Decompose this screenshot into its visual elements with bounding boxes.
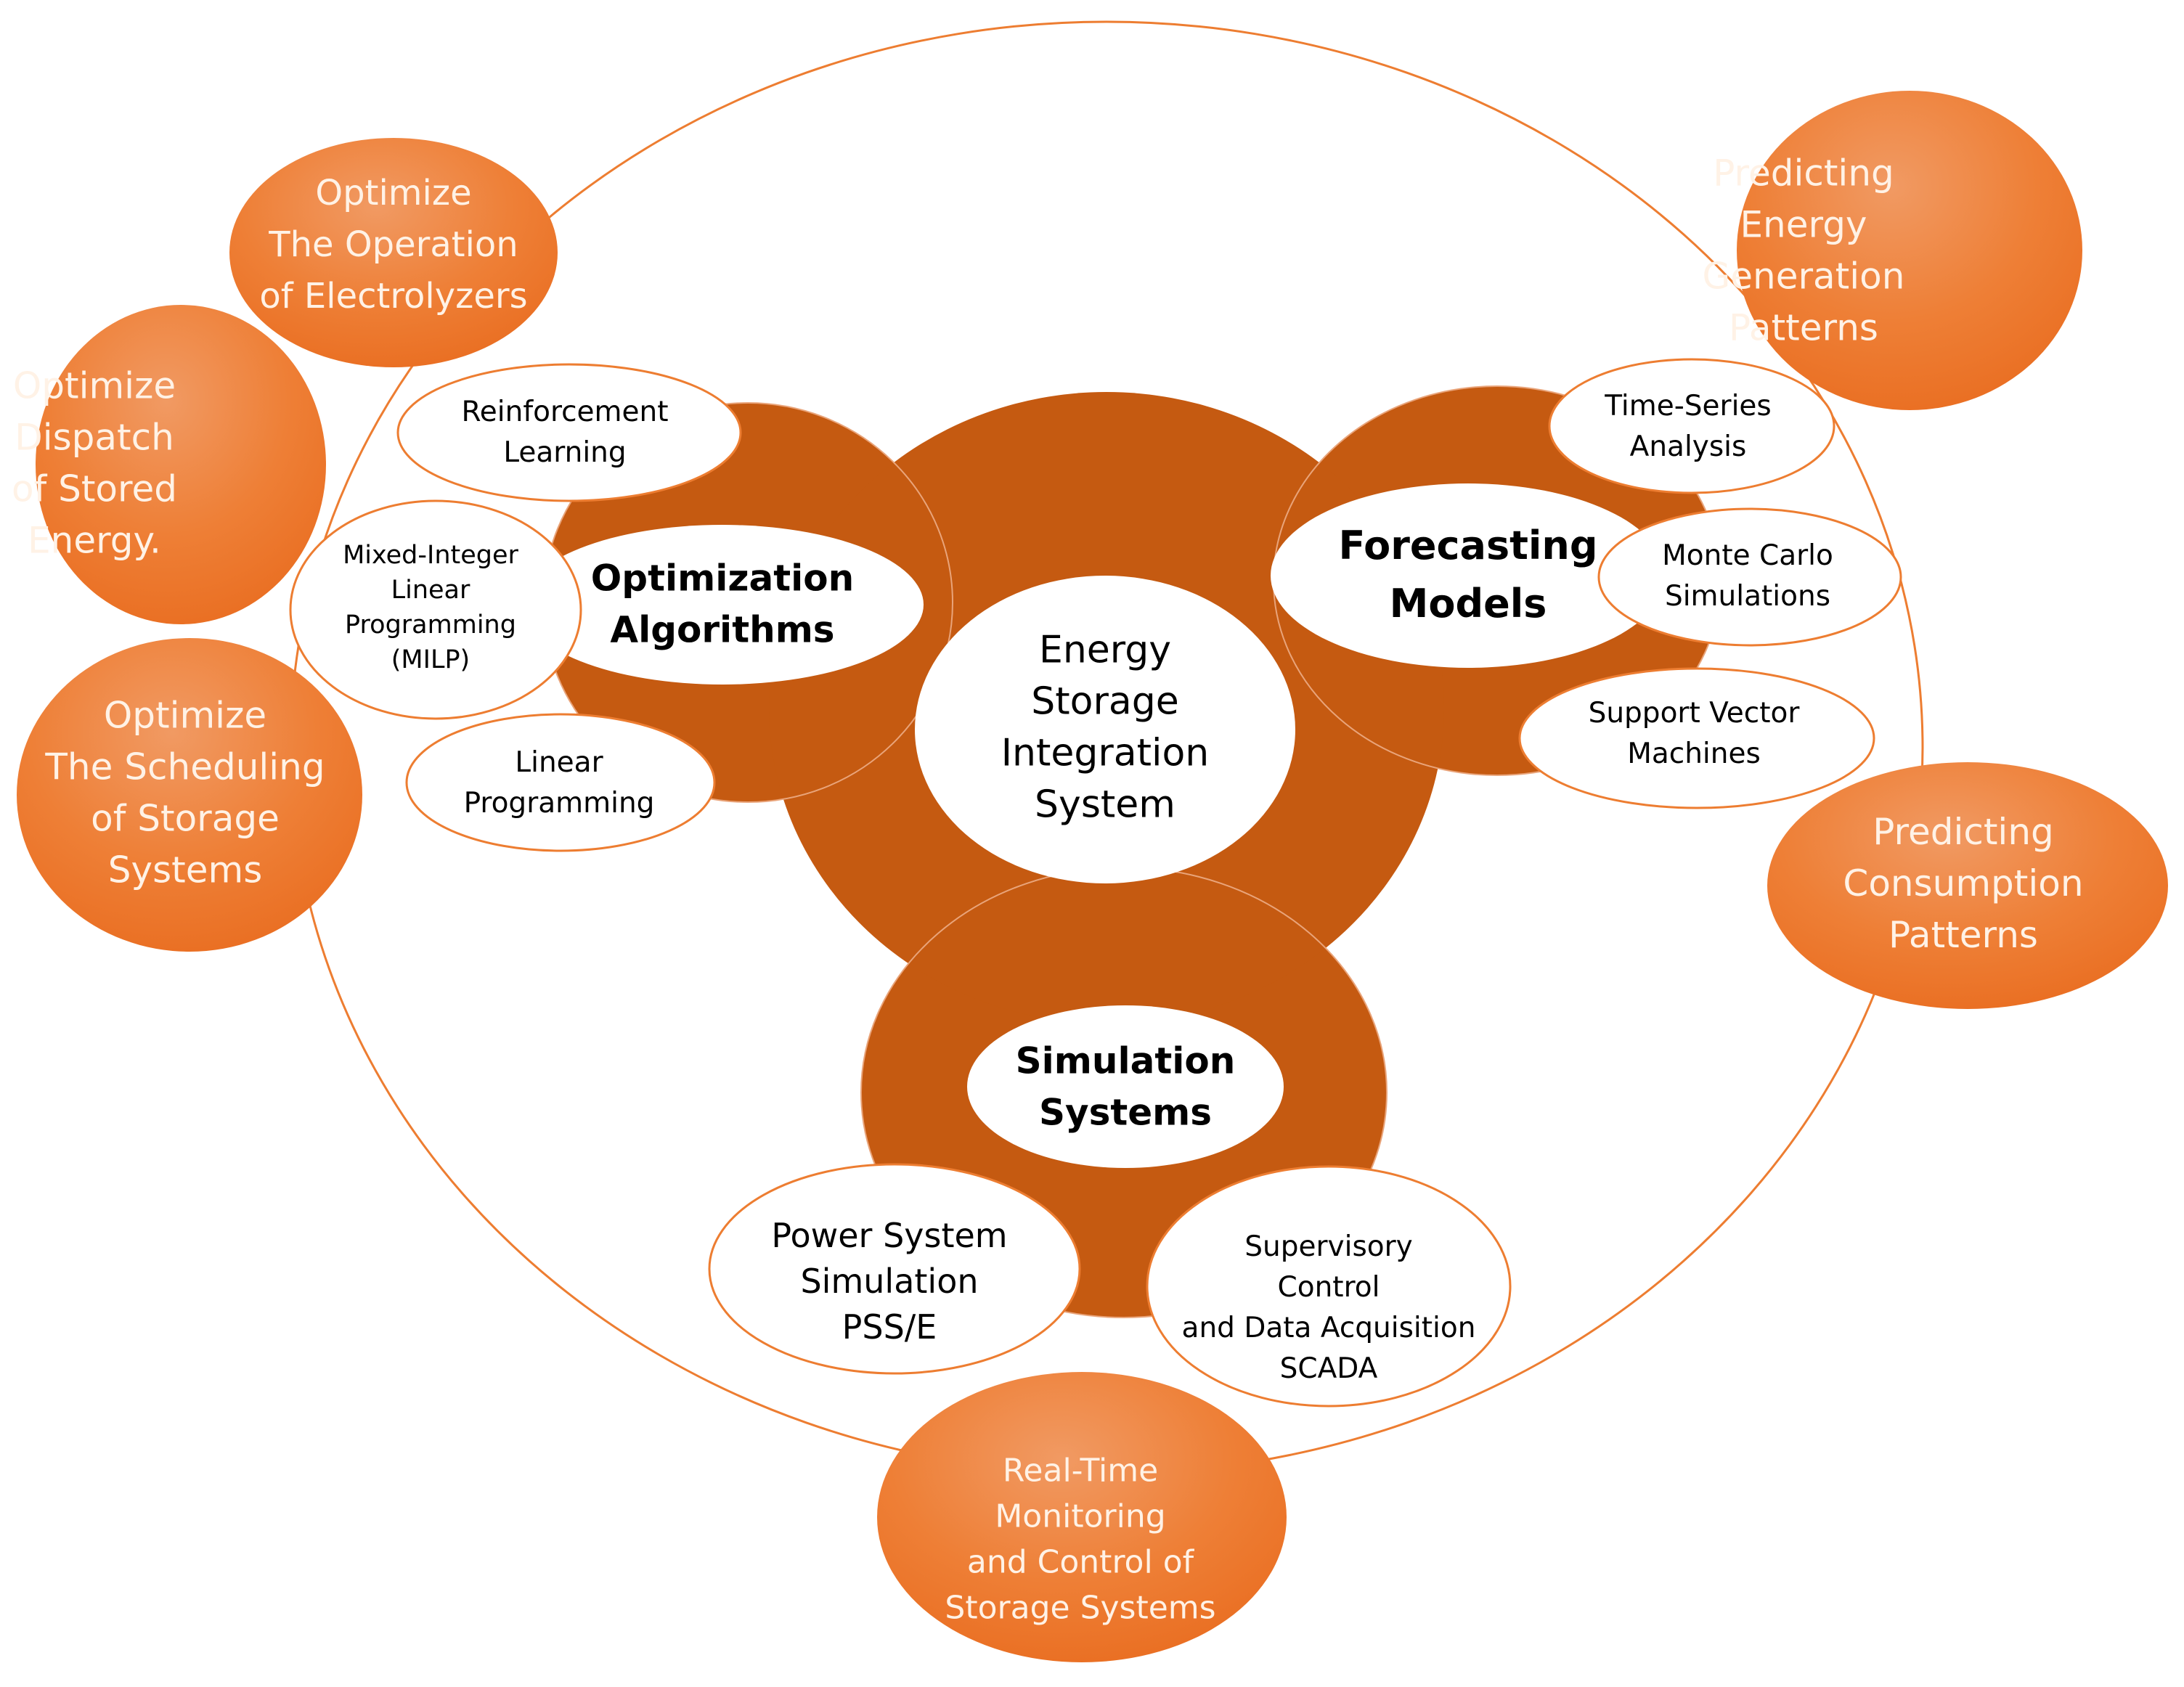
app-label-monitoring-line: Real-Time: [1003, 1453, 1158, 1490]
app-node-electrolyzers: [229, 138, 558, 367]
center-label-line: Storage: [1031, 680, 1178, 724]
optimization-hub-node: [521, 525, 924, 685]
app-label-consumption-line: Consumption: [1843, 862, 2083, 904]
method-label-scada-line: and Data Acquisition: [1182, 1312, 1476, 1344]
app-label-dispatch-line: Energy.: [28, 519, 161, 561]
app-label-electrolyzers-line: Optimize: [315, 173, 471, 213]
method-label-svm-line: Support Vector: [1589, 697, 1801, 730]
center-label-line: Integration: [1001, 732, 1210, 775]
forecasting-hub-label-line: Models: [1390, 581, 1547, 626]
center-label-line: Energy: [1039, 629, 1171, 672]
method-node-svm: [1518, 667, 1875, 809]
app-label-monitoring-line: Monitoring: [995, 1498, 1165, 1535]
app-label-monitoring-line: Storage Systems: [945, 1590, 1215, 1627]
app-node-consumption: [1767, 762, 2168, 1009]
method-node-linear-programming: [405, 713, 716, 852]
app-label-electrolyzers-line: The Operation: [268, 224, 518, 265]
method-label-milp-line: Mixed-Integer: [343, 541, 518, 570]
app-label-scheduling-line: of Storage: [91, 797, 280, 839]
method-label-time-series-line: Time-Series: [1604, 390, 1771, 422]
center-node: [915, 576, 1295, 883]
app-node-scheduling: [17, 638, 362, 952]
method-node-milp: [289, 499, 582, 720]
app-label-generation-line: Energy: [1740, 203, 1867, 245]
method-label-linear-programming-line: Programming: [464, 787, 655, 820]
method-label-scada-line: SCADA: [1280, 1352, 1378, 1385]
app-node-dispatch: [36, 305, 326, 624]
app-label-electrolyzers-line: of Electrolyzers: [259, 276, 527, 316]
app-label-monitoring-line: and Control of: [967, 1544, 1195, 1581]
method-label-pss-e-line: Power System: [771, 1216, 1007, 1255]
simulation-hub-label-line: Systems: [1039, 1091, 1212, 1133]
app-label-scheduling-line: Systems: [108, 849, 263, 891]
method-label-svm-line: Machines: [1627, 738, 1761, 770]
simulation-hub-node: [967, 1005, 1284, 1168]
method-label-reinforcement-learning-line: Reinforcement: [461, 396, 668, 428]
method-label-milp-line: Programming: [345, 610, 516, 640]
app-node-monitoring: [877, 1372, 1287, 1662]
optimization-hub-label-line: Algorithms: [610, 608, 834, 650]
method-label-monte-carlo-line: Monte Carlo: [1662, 539, 1833, 572]
app-label-dispatch-line: of Stored: [12, 467, 177, 510]
forecasting-hub-label-line: Forecasting: [1338, 523, 1597, 568]
method-label-milp-line: (MILP): [391, 645, 470, 674]
method-label-pss-e-line: PSS/E: [842, 1307, 937, 1347]
method-node-scada: [1146, 1165, 1512, 1408]
method-label-scada-line: Supervisory: [1244, 1230, 1412, 1263]
simulation-hub-label-line: Simulation: [1016, 1039, 1236, 1082]
method-label-reinforcement-learning-line: Learning: [503, 436, 626, 469]
app-label-generation-line: Predicting: [1713, 152, 1894, 194]
method-node-monte-carlo: [1597, 507, 1902, 647]
method-label-milp-line: Linear: [391, 576, 470, 605]
forecasting-hub-node: [1271, 483, 1666, 668]
method-label-linear-programming-line: Linear: [515, 746, 603, 779]
method-label-pss-e-line: Simulation: [800, 1262, 978, 1301]
optimization-hub-label-line: Optimization: [591, 557, 854, 599]
app-label-consumption-line: Patterns: [1888, 914, 2038, 956]
method-label-time-series-line: Analysis: [1630, 430, 1747, 463]
method-node-reinforcement-learning: [396, 363, 742, 502]
app-label-dispatch-line: Dispatch: [15, 416, 174, 458]
app-label-dispatch-line: Optimize: [13, 364, 176, 407]
app-label-scheduling-line: The Scheduling: [44, 746, 325, 788]
app-label-generation-line: Patterns: [1729, 306, 1878, 348]
method-label-scada-line: Control: [1278, 1271, 1380, 1304]
app-node-generation: [1737, 91, 2082, 410]
app-label-consumption-line: Predicting: [1873, 811, 2054, 853]
method-label-monte-carlo-line: Simulations: [1665, 580, 1830, 613]
app-label-scheduling-line: Optimize: [104, 694, 266, 736]
method-node-pss-e: [708, 1163, 1081, 1375]
method-node-time-series: [1548, 358, 1835, 494]
app-label-generation-line: Generation: [1703, 255, 1905, 297]
center-label-line: System: [1035, 783, 1175, 827]
